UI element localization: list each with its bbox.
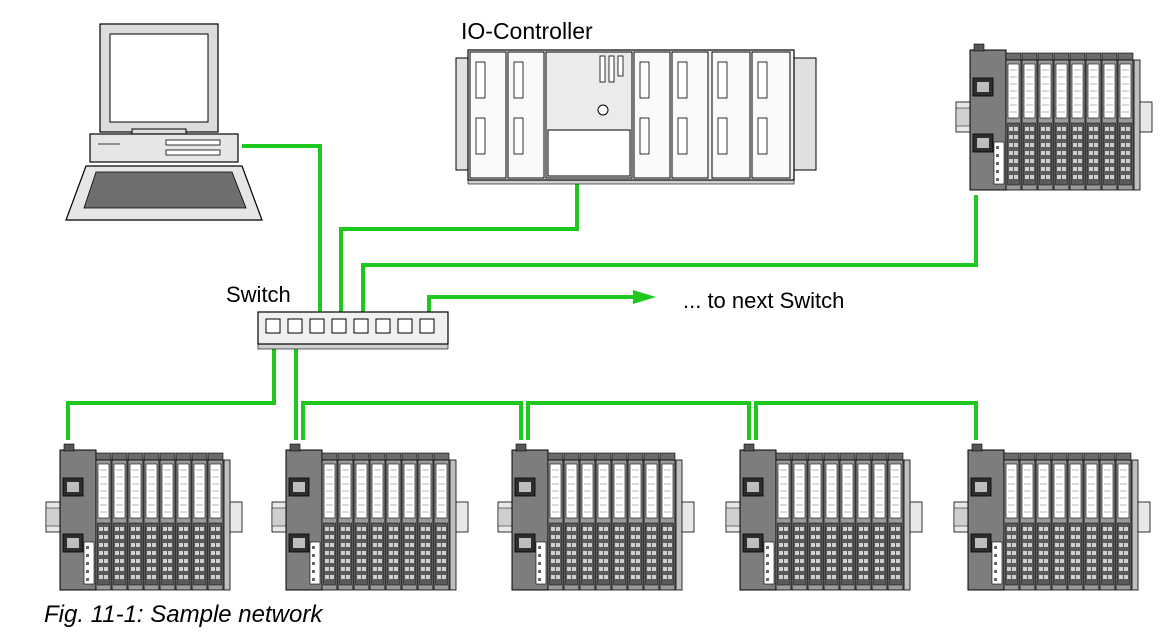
arrow-head (633, 290, 656, 304)
link-device-4-5 (754, 401, 978, 440)
io-controller-icon (455, 49, 817, 185)
switch-label: Switch (226, 282, 291, 307)
io-device-2 (272, 444, 468, 590)
link-next-switch (427, 295, 635, 314)
link-device-top-switch (361, 195, 978, 314)
io-controller-label: IO-Controller (461, 18, 593, 44)
link-device-3-4 (526, 401, 751, 440)
next-switch-label: ... to next Switch (683, 288, 845, 313)
link-pc-switch (242, 144, 322, 314)
io-device-4 (726, 444, 922, 590)
switch-icon (257, 311, 449, 350)
io-device-1 (46, 444, 242, 590)
link-switch-device-1 (66, 348, 276, 440)
pc-icon (65, 23, 263, 221)
io-device-top-right (956, 44, 1152, 190)
link-device-2-3 (301, 401, 523, 440)
network-links (66, 144, 978, 440)
link-controller-switch (339, 183, 579, 314)
io-device-5 (954, 444, 1150, 590)
io-device-3 (498, 444, 694, 590)
figure-caption: Fig. 11-1: Sample network (44, 601, 323, 628)
